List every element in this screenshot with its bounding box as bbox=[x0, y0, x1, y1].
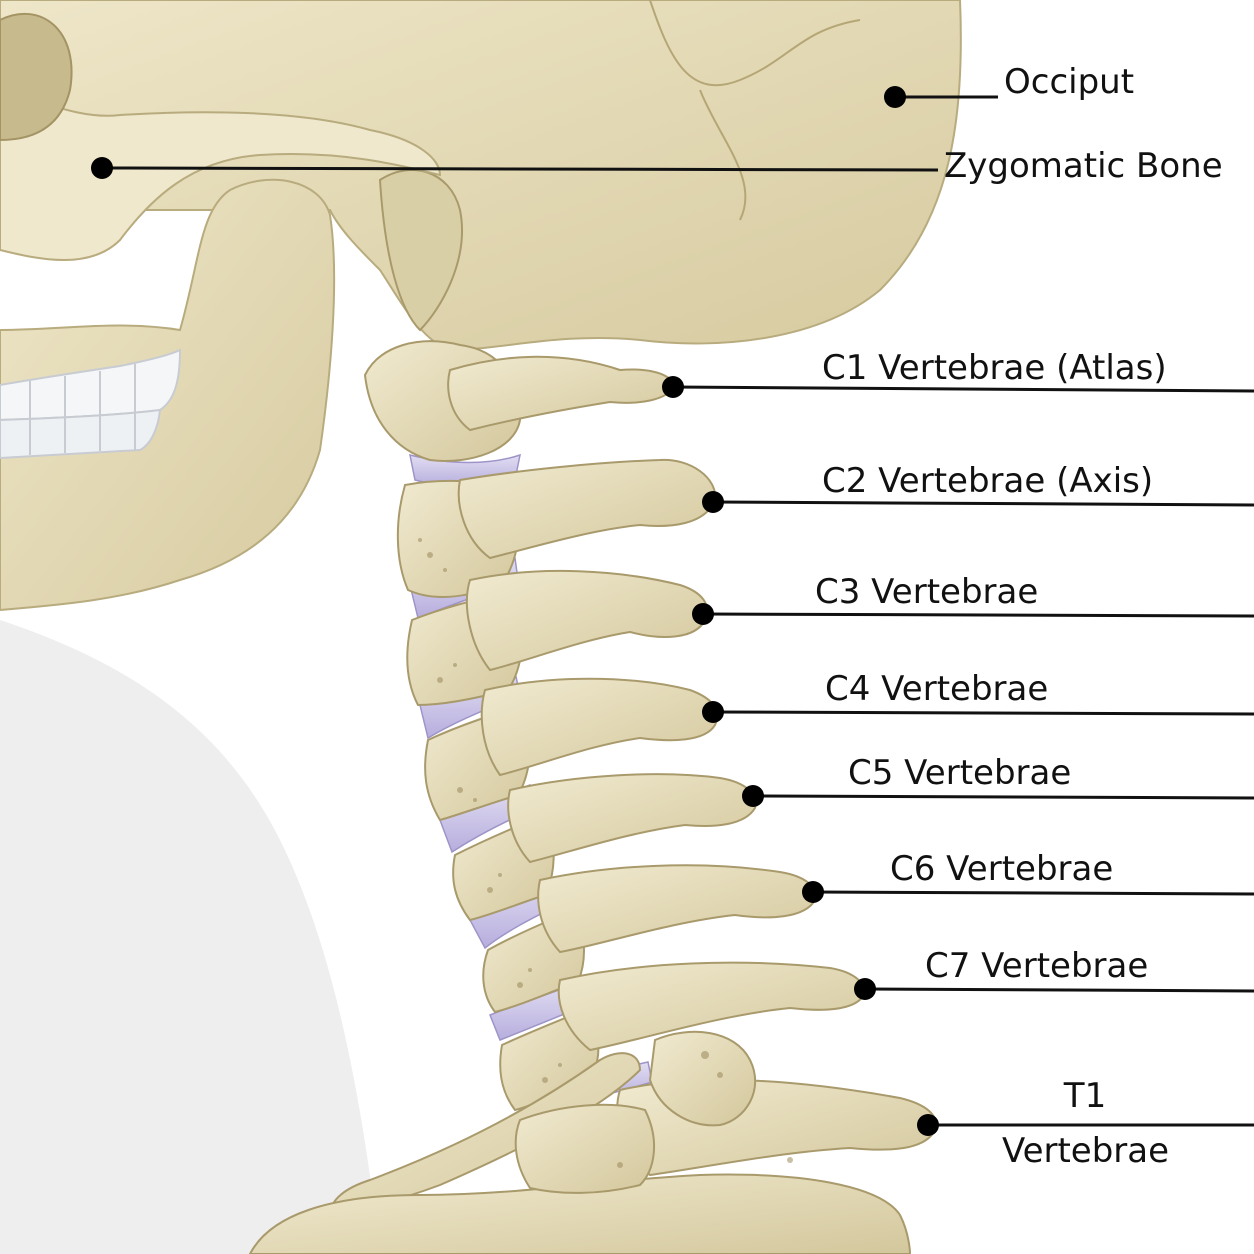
orbit bbox=[0, 12, 73, 142]
vertebral-processes bbox=[447, 355, 937, 1177]
dot-zygomatic bbox=[91, 157, 113, 179]
rib-and-thorax bbox=[248, 1052, 912, 1254]
dot-c1 bbox=[662, 376, 684, 398]
label-c4-vertebrae: C4 Vertebrae bbox=[825, 669, 1049, 709]
t1-lamina bbox=[648, 1030, 757, 1127]
label-occiput: Occiput bbox=[1004, 62, 1135, 102]
leader-c2 bbox=[712, 500, 1254, 507]
label-c2-vertebrae: C2 Vertebrae (Axis) bbox=[822, 461, 1154, 501]
label-c3-vertebrae: C3 Vertebrae bbox=[815, 572, 1039, 612]
dot-c3 bbox=[692, 603, 714, 625]
dot-c6 bbox=[802, 881, 824, 903]
atlas-process bbox=[447, 355, 677, 432]
upper-thorax bbox=[248, 1173, 912, 1254]
tooth-gaps bbox=[29, 364, 136, 455]
label-c5-vertebrae: C5 Vertebrae bbox=[848, 753, 1072, 793]
bone-texture bbox=[418, 538, 793, 1168]
c4-process bbox=[480, 677, 719, 777]
label-c1-vertebrae: C1 Vertebrae (Atlas) bbox=[822, 348, 1167, 388]
neck-silhouette bbox=[0, 620, 380, 1254]
leader-c5 bbox=[752, 794, 1254, 800]
leader-lines bbox=[101, 95, 1254, 1127]
label-c6-vertebrae: C6 Vertebrae bbox=[890, 849, 1114, 889]
teeth-lower bbox=[0, 408, 162, 460]
dot-t1 bbox=[917, 1114, 939, 1136]
dot-c4 bbox=[702, 701, 724, 723]
dot-occiput bbox=[884, 86, 906, 108]
label-c7-vertebrae: C7 Vertebrae bbox=[925, 946, 1149, 986]
t1-body bbox=[514, 1103, 656, 1194]
c3-process bbox=[466, 569, 709, 672]
label-dots bbox=[91, 86, 939, 1136]
leader-zygomatic bbox=[101, 166, 939, 172]
zygomatic-arch bbox=[0, 88, 442, 261]
label-t1-line1: T1 bbox=[1063, 1076, 1107, 1116]
leader-c7 bbox=[864, 987, 1254, 993]
leader-c4 bbox=[712, 710, 1254, 716]
label-t1-line2: Vertebrae bbox=[1001, 1131, 1170, 1171]
skull-cranium bbox=[0, 0, 962, 352]
leader-c3 bbox=[702, 612, 1254, 618]
skull-suture bbox=[649, 0, 861, 221]
leader-c6 bbox=[812, 890, 1254, 896]
dot-c2 bbox=[702, 491, 724, 513]
mastoid-process bbox=[378, 169, 463, 332]
dot-c5 bbox=[742, 785, 764, 807]
leader-c1 bbox=[672, 385, 1254, 393]
c6-process bbox=[537, 864, 817, 954]
c5-process bbox=[507, 773, 757, 864]
axis-process bbox=[457, 458, 717, 560]
c7-process bbox=[557, 961, 866, 1052]
dot-c7 bbox=[854, 978, 876, 1000]
label-zygomatic-bone: Zygomatic Bone bbox=[944, 146, 1223, 186]
